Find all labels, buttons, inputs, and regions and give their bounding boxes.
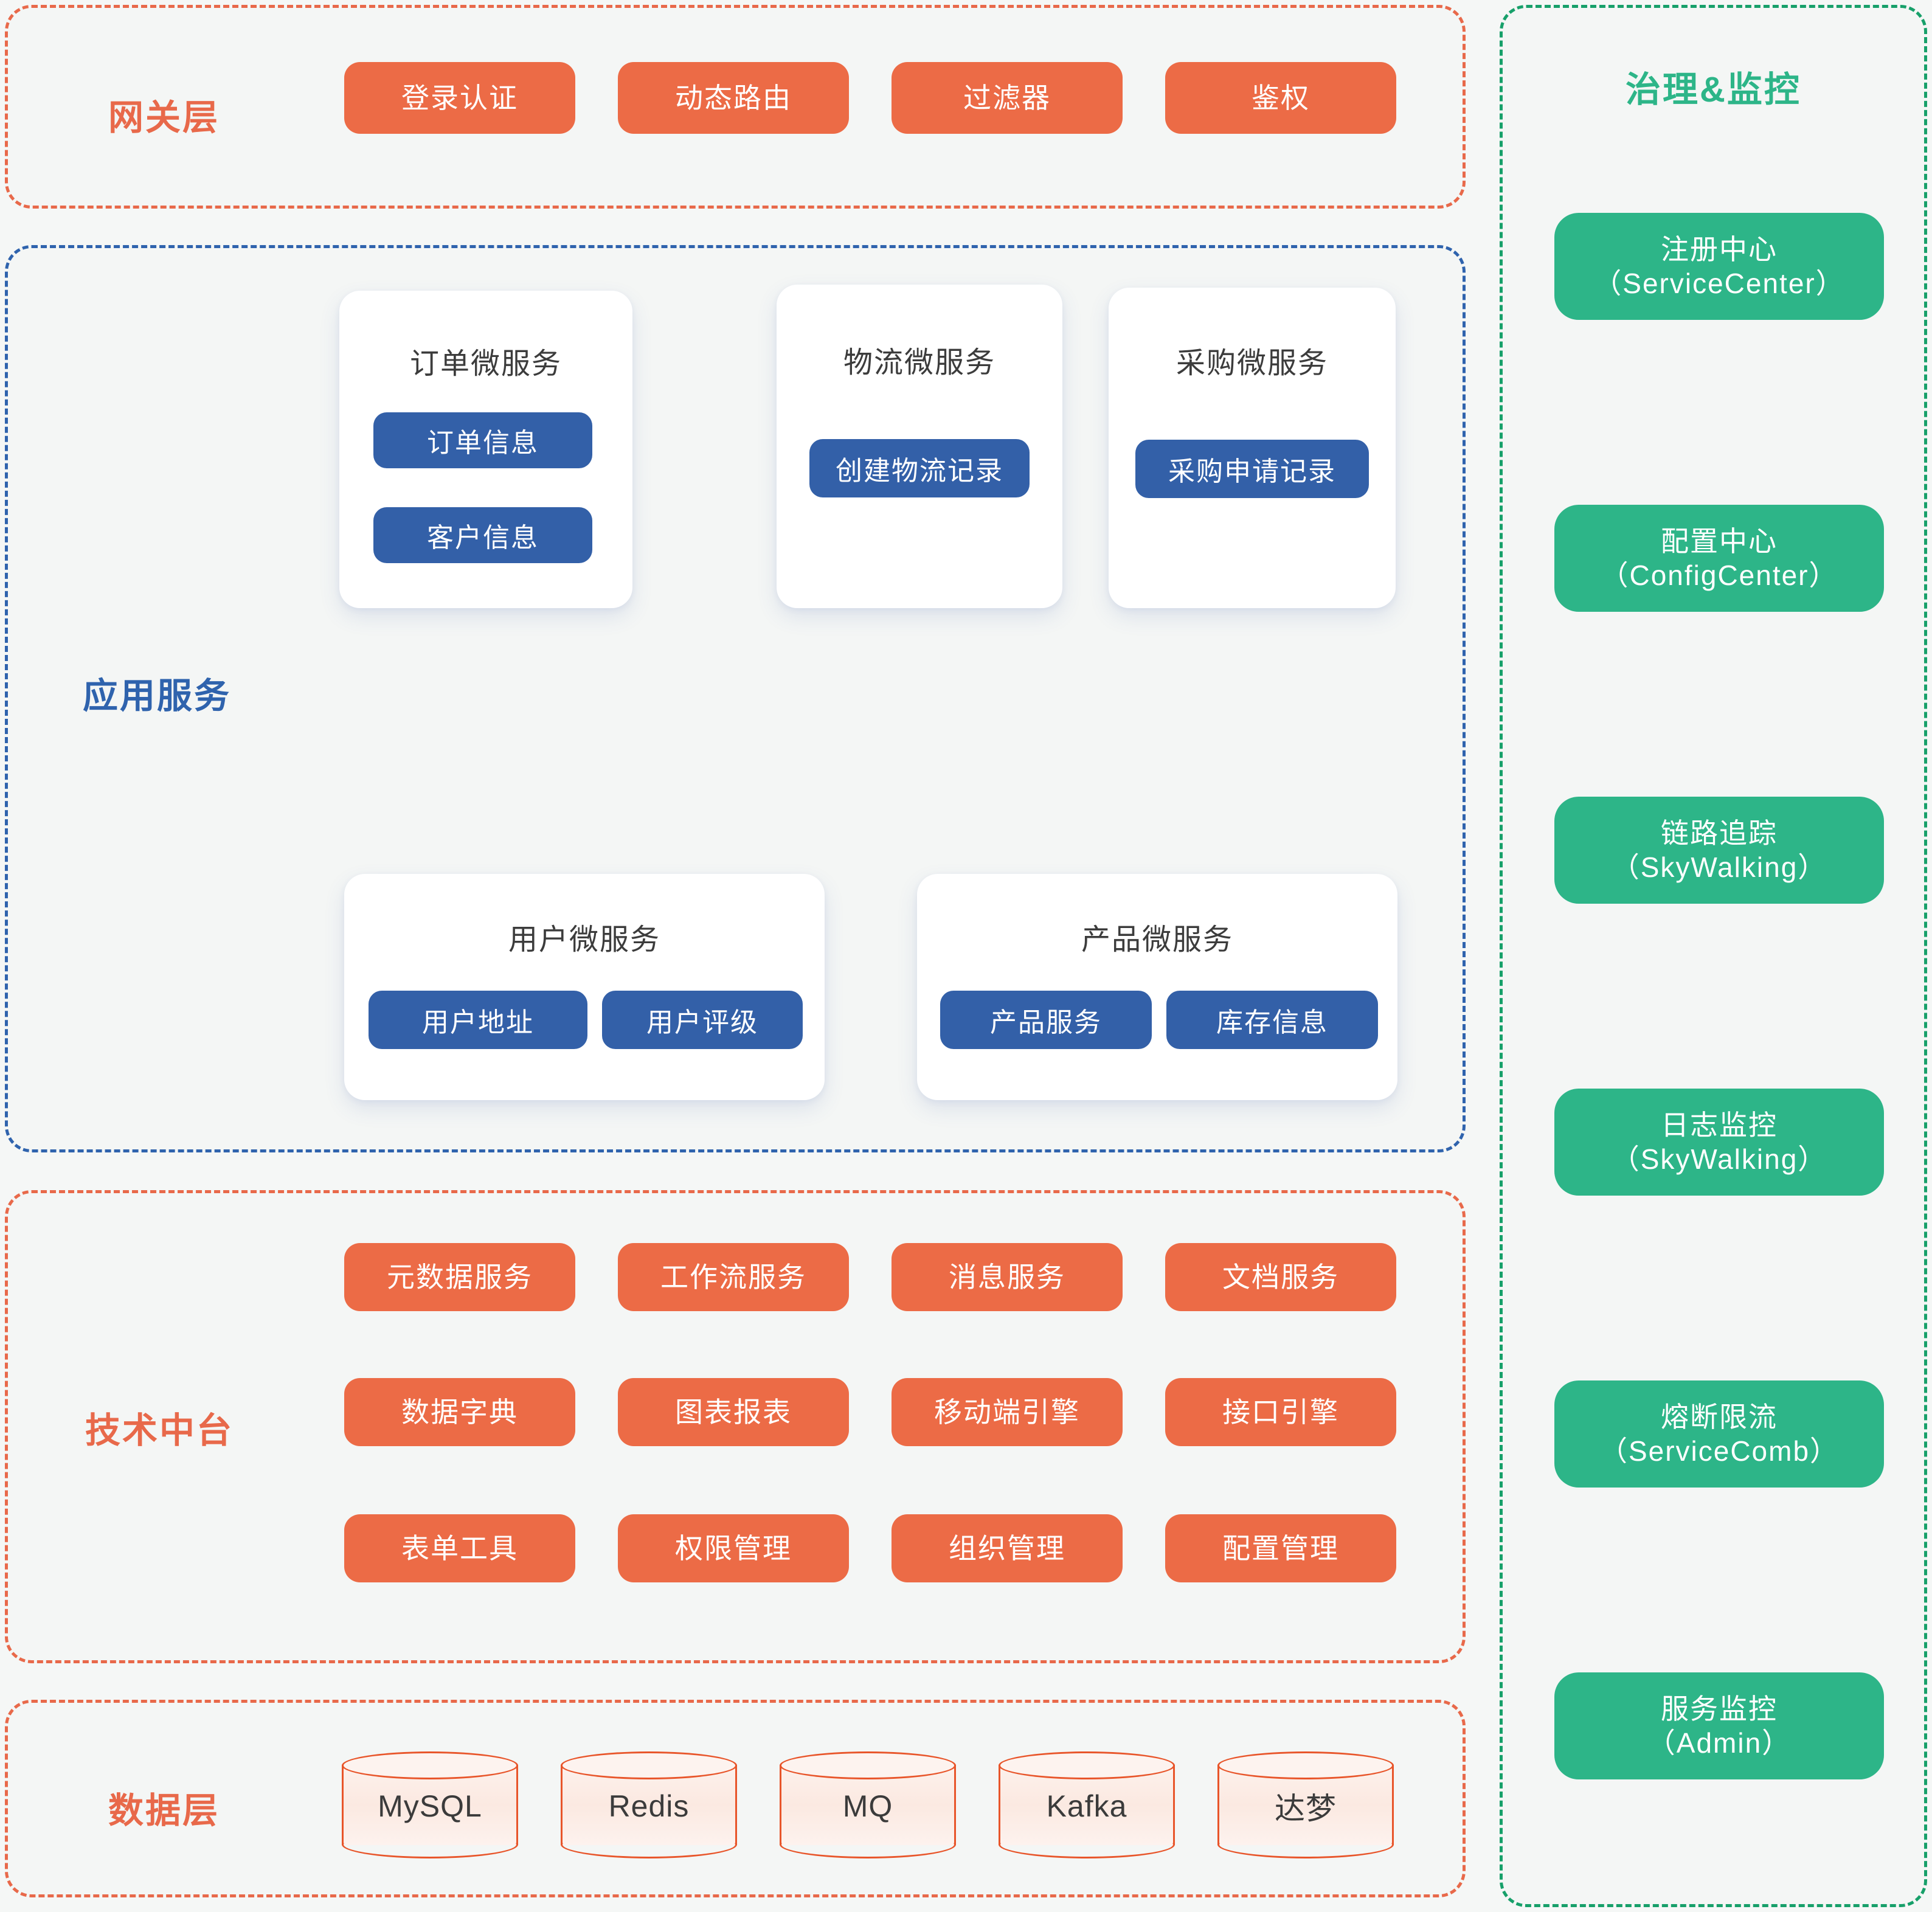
tech-item-metadata-service[interactable]: 元数据服务 (344, 1243, 575, 1311)
database-label: MySQL (378, 1789, 482, 1823)
database-cylinder-mq[interactable]: MQ (780, 1751, 956, 1858)
service-card-title: 用户微服务 (508, 924, 660, 956)
capability-order-info[interactable]: 订单信息 (373, 412, 592, 468)
governance-panel (1500, 5, 1927, 1907)
governance-item-tech: （SkyWalking） (1611, 851, 1827, 883)
cylinder-top (1217, 1751, 1394, 1779)
service-card-title: 物流微服务 (843, 347, 995, 379)
governance-item-name: 日志监控 (1661, 1109, 1778, 1141)
tech-item-message-service[interactable]: 消息服务 (892, 1243, 1123, 1311)
gateway-item-filter[interactable]: 过滤器 (892, 62, 1123, 134)
tech-item-organization-management[interactable]: 组织管理 (892, 1514, 1123, 1582)
governance-item-service-monitor[interactable]: 服务监控 （Admin） (1554, 1672, 1884, 1779)
governance-item-name: 链路追踪 (1661, 817, 1778, 849)
governance-item-tech: （SkyWalking） (1611, 1143, 1827, 1175)
capability-create-logistics-record[interactable]: 创建物流记录 (809, 439, 1030, 497)
governance-item-name: 服务监控 (1661, 1692, 1778, 1725)
data-layer-title: 数据层 (108, 1791, 220, 1831)
database-cylinder-mysql[interactable]: MySQL (342, 1751, 518, 1858)
governance-item-tracing[interactable]: 链路追踪 （SkyWalking） (1554, 797, 1884, 904)
governance-item-log-monitor[interactable]: 日志监控 （SkyWalking） (1554, 1089, 1884, 1196)
gateway-item-login-auth[interactable]: 登录认证 (344, 62, 575, 134)
database-label: Kafka (1046, 1789, 1127, 1823)
tech-item-workflow-service[interactable]: 工作流服务 (618, 1243, 849, 1311)
application-layer-title: 应用服务 (83, 676, 232, 716)
cylinder-top (780, 1751, 956, 1779)
tech-item-form-tool[interactable]: 表单工具 (344, 1514, 575, 1582)
capability-product-service[interactable]: 产品服务 (940, 991, 1152, 1049)
governance-item-tech: （ConfigCenter） (1600, 559, 1838, 591)
gateway-layer-title: 网关层 (108, 98, 220, 137)
database-label: 达梦 (1275, 1792, 1337, 1826)
governance-item-tech: （ServiceCenter） (1593, 268, 1845, 299)
service-card-user[interactable]: 用户微服务 用户地址 用户评级 (344, 874, 825, 1100)
governance-item-tech: （Admin） (1647, 1727, 1792, 1759)
tech-item-permission-management[interactable]: 权限管理 (618, 1514, 849, 1582)
service-card-order[interactable]: 订单微服务 订单信息 客户信息 (339, 291, 632, 608)
database-label: MQ (842, 1789, 893, 1823)
cylinder-top (999, 1751, 1175, 1779)
governance-item-name: 配置中心 (1661, 525, 1778, 557)
cylinder-top (561, 1751, 737, 1779)
gateway-item-dynamic-route[interactable]: 动态路由 (618, 62, 849, 134)
service-card-title: 订单微服务 (409, 348, 562, 380)
service-card-logistics[interactable]: 物流微服务 创建物流记录 (777, 285, 1062, 608)
tech-platform-title: 技术中台 (85, 1411, 234, 1450)
database-label: Redis (608, 1789, 690, 1823)
gateway-item-authorization[interactable]: 鉴权 (1165, 62, 1396, 134)
capability-purchase-request-record[interactable]: 采购申请记录 (1135, 440, 1369, 498)
database-cylinder-redis[interactable]: Redis (561, 1751, 737, 1858)
tech-item-config-management[interactable]: 配置管理 (1165, 1514, 1396, 1582)
capability-stock-info[interactable]: 库存信息 (1166, 991, 1378, 1049)
governance-item-tech: （ServiceComb） (1599, 1435, 1840, 1467)
tech-item-data-dictionary[interactable]: 数据字典 (344, 1378, 575, 1446)
capability-user-address[interactable]: 用户地址 (369, 991, 587, 1049)
database-cylinder-dameng[interactable]: 达梦 (1217, 1751, 1394, 1858)
cylinder-top (342, 1751, 518, 1779)
capability-customer-info[interactable]: 客户信息 (373, 507, 592, 563)
governance-item-name: 熔断限流 (1661, 1401, 1778, 1433)
governance-item-name: 注册中心 (1661, 233, 1778, 265)
service-card-title: 产品微服务 (1081, 924, 1233, 956)
database-cylinder-kafka[interactable]: Kafka (999, 1751, 1175, 1858)
tech-item-mobile-engine[interactable]: 移动端引擎 (892, 1378, 1123, 1446)
governance-item-config-center[interactable]: 配置中心 （ConfigCenter） (1554, 505, 1884, 612)
tech-item-document-service[interactable]: 文档服务 (1165, 1243, 1396, 1311)
tech-item-chart-report[interactable]: 图表报表 (618, 1378, 849, 1446)
governance-item-circuit-breaker[interactable]: 熔断限流 （ServiceComb） (1554, 1380, 1884, 1488)
capability-user-rating[interactable]: 用户评级 (602, 991, 803, 1049)
tech-item-api-engine[interactable]: 接口引擎 (1165, 1378, 1396, 1446)
service-card-purchase[interactable]: 采购微服务 采购申请记录 (1109, 288, 1396, 608)
governance-title: 治理&监控 (1626, 70, 1801, 109)
service-card-product[interactable]: 产品微服务 产品服务 库存信息 (917, 874, 1397, 1100)
service-card-title: 采购微服务 (1175, 347, 1328, 379)
governance-item-service-center[interactable]: 注册中心 （ServiceCenter） (1554, 213, 1884, 320)
